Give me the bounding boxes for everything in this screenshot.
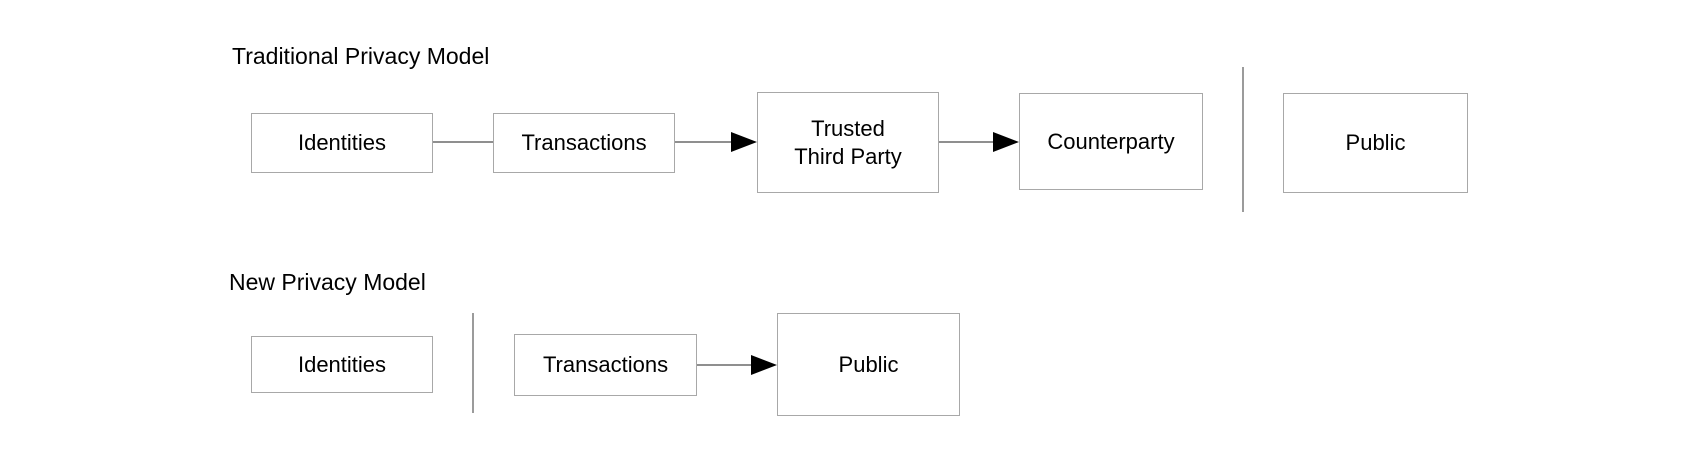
privacy-divider-new — [472, 313, 474, 413]
arrowhead-right-icon — [751, 355, 777, 375]
node-transactions-new: Transactions — [514, 334, 697, 396]
connector-transactions-public — [697, 364, 753, 366]
connector-transactions-ttp — [675, 141, 733, 143]
node-trusted-third-party: Trusted Third Party — [757, 92, 939, 193]
arrowhead-right-icon — [993, 132, 1019, 152]
node-public-new: Public — [777, 313, 960, 416]
node-public-traditional: Public — [1283, 93, 1468, 193]
traditional-model-title: Traditional Privacy Model — [232, 43, 490, 69]
node-identities-new: Identities — [251, 336, 433, 393]
node-identities-traditional: Identities — [251, 113, 433, 173]
privacy-divider-traditional — [1242, 67, 1244, 212]
connector-ttp-counterparty — [939, 141, 995, 143]
arrowhead-right-icon — [731, 132, 757, 152]
node-transactions-traditional: Transactions — [493, 113, 675, 173]
new-model-title: New Privacy Model — [229, 269, 426, 295]
connector-identities-transactions — [433, 141, 493, 143]
node-counterparty: Counterparty — [1019, 93, 1203, 190]
